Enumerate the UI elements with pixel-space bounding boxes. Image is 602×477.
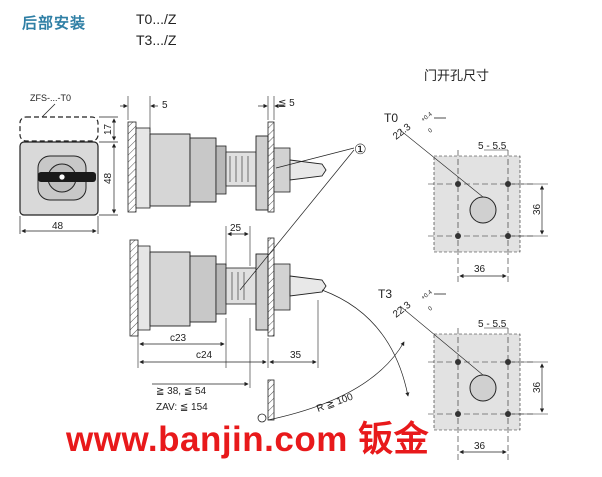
model-t3-label: T3.../Z — [136, 32, 177, 48]
cutout-t0-tol-plus: +0.4 — [421, 111, 435, 123]
cutout-t3-dim-vertical: 36 — [532, 381, 543, 393]
cutout-t0-dim-vertical: 36 — [532, 203, 543, 215]
dim-panel-gap: 5 — [162, 100, 168, 111]
cutout-t3: T3 22.3 +0.4 0 5 - 5.5 36 36 — [378, 287, 548, 460]
callout-marker: ① — [354, 141, 367, 157]
handle-side-top — [289, 159, 327, 181]
dim-c23: c23 — [170, 333, 187, 344]
dim-panel-max: ≦ 5 — [278, 98, 295, 109]
cutout-t3-dim-horizontal: 36 — [474, 441, 486, 452]
model-t0-label: T0.../Z — [136, 11, 177, 27]
cutout-t0-dim-horizontal: 36 — [474, 264, 486, 275]
dim-c24: c24 — [196, 350, 213, 361]
cutout-t0: 门开孔尺寸 T0 22.3 +0.4 0 5 - 5.5 36 36 — [384, 68, 548, 282]
part-label: ZFS-...-T0 — [30, 93, 71, 103]
side-view-top: 5 ≦ 5 — [120, 96, 327, 213]
cutout-t3-tol-plus: +0.4 — [421, 289, 435, 301]
cutout-t3-label: T3 — [378, 287, 392, 301]
cutout-t3-dim-hole: 22.3 — [391, 299, 413, 320]
dim-35: 35 — [290, 350, 302, 361]
panel-bottom — [267, 237, 275, 337]
watermark-text: www.banjin.com 钣金 — [66, 420, 430, 459]
front-view: ZFS-...-T0 48 17 48 — [19, 93, 118, 234]
cutout-t0-label: T0 — [384, 111, 398, 125]
cutout-title: 门开孔尺寸 — [424, 68, 489, 83]
cutout-t3-spacing: 5 - 5.5 — [478, 319, 507, 330]
cutout-t0-tol-zero: 0 — [428, 127, 435, 134]
handle-side-bottom — [289, 275, 327, 297]
header-label: 后部安装 — [22, 15, 87, 32]
cutout-t0-spacing: 5 - 5.5 — [478, 141, 507, 152]
cutout-t0-hole — [469, 196, 497, 224]
cutout-t3-tol-zero: 0 — [428, 305, 435, 312]
dim-width: 48 — [52, 221, 64, 232]
cutout-t3-hole — [469, 374, 497, 402]
dim-top: 17 — [103, 123, 114, 135]
rotary-handle — [38, 172, 96, 182]
dim-height: 48 — [103, 172, 114, 184]
dim-zav: ZAV: ≦ 154 — [156, 402, 208, 413]
callout-1: ① — [239, 141, 367, 291]
panel-top — [267, 121, 275, 213]
dim-25: 25 — [230, 223, 242, 234]
cover-outline — [19, 116, 99, 142]
side-view-bottom: 25 c23 c24 35 ≧ 38, ≦ 54 ZAV: ≦ 154 R ≧ … — [129, 223, 410, 423]
dim-range: ≧ 38, ≦ 54 — [156, 386, 207, 397]
